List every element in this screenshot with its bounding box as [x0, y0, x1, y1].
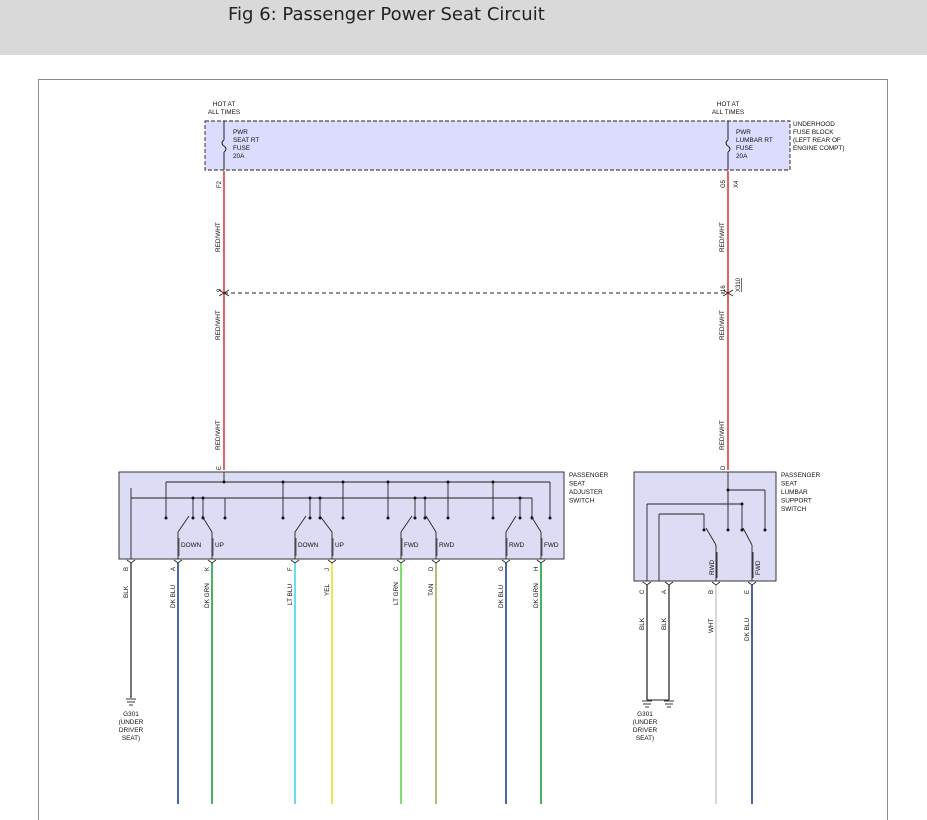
connector-x310: X310 [736, 277, 742, 292]
lumbar-switch-wires [646, 585, 753, 804]
header-bar: Fig 6: Passenger Power Seat Circuit [0, 0, 927, 55]
seat-switch-dots [164, 480, 552, 520]
wire-color-dk-blu: DK BLU [498, 585, 505, 608]
pin-e: E [745, 590, 751, 594]
wire-color-dk-blu: DK BLU [170, 585, 177, 608]
wire-color-lt-blu: LT BLU [287, 584, 294, 605]
pin-k: K [205, 567, 211, 571]
ground-symbol [642, 699, 674, 708]
pin-f: F [288, 567, 294, 571]
pin-b: B [709, 590, 715, 594]
wire-color-dk-grn: DK GRN [533, 583, 540, 608]
pin-g5: G5 [721, 179, 727, 188]
wire-color-wht: WHT [708, 618, 715, 633]
seat-switch-internals [130, 472, 551, 559]
wire-label-red-wht: RED/WHT [215, 310, 222, 340]
seat-switch-pin-chevrons [126, 559, 546, 564]
wire-color-blk: BLK [123, 585, 130, 598]
switch-label-rwd: RWD [439, 542, 455, 549]
pin-h: H [534, 567, 540, 571]
ground-symbol [126, 698, 136, 706]
pin-9: 9 [217, 288, 223, 292]
pin-d: D [721, 465, 727, 470]
pin-g: G [499, 566, 505, 571]
wire-label-red-wht: RED/WHT [719, 420, 726, 450]
pin-c: C [640, 589, 646, 594]
pin-b: B [124, 567, 130, 571]
switch-label-down: DOWN [181, 542, 202, 549]
wire-label-red-wht: RED/WHT [215, 222, 222, 252]
seat-switch-direction-labels [178, 538, 543, 556]
pin-d: D [429, 566, 435, 571]
lumbar-pin-chevrons [642, 581, 757, 586]
lumbar-switch-internals [646, 472, 766, 581]
wire-label-red-wht: RED/WHT [215, 420, 222, 450]
pin-c: C [394, 566, 400, 571]
switch-label-down: DOWN [298, 542, 319, 549]
figure-title: Fig 6: Passenger Power Seat Circuit [228, 4, 545, 25]
pin-f2: F2 [217, 180, 223, 188]
wire-color-blk: BLK [661, 617, 668, 630]
switch-label-up: UP [335, 542, 344, 549]
pin-e: E [217, 466, 223, 470]
pin-a: A [171, 567, 177, 571]
seat-switch-wires [130, 563, 542, 804]
switch-label-fwd: FWD [544, 542, 559, 549]
pin-a: A [662, 590, 668, 594]
wire-color-lt-grn: LT GRN [393, 582, 400, 605]
switch-label-fwd: FWD [755, 560, 762, 575]
wire-label-red-wht: RED/WHT [719, 310, 726, 340]
switch-label-rwd: RWD [709, 559, 716, 575]
wire-color-tan: TAN [428, 583, 435, 596]
connector-x4: X4 [734, 180, 740, 188]
pin-j: J [325, 568, 331, 571]
wire-label-red-wht: RED/WHT [719, 222, 726, 252]
wire-color-yel: YEL [324, 583, 331, 596]
wire-color-dk-grn: DK GRN [204, 583, 211, 608]
wire-color-blk: BLK [639, 617, 646, 630]
switch-label-rwd: RWD [509, 542, 525, 549]
pin-16: 16 [721, 285, 727, 292]
switch-label-up: UP [215, 542, 224, 549]
diagram-frame [38, 79, 888, 820]
fuse-block [204, 120, 791, 171]
wire-color-dk-blu: DK BLU [744, 618, 751, 641]
lumbar-switch-dots [702, 488, 767, 532]
switch-label-fwd: FWD [404, 542, 419, 549]
